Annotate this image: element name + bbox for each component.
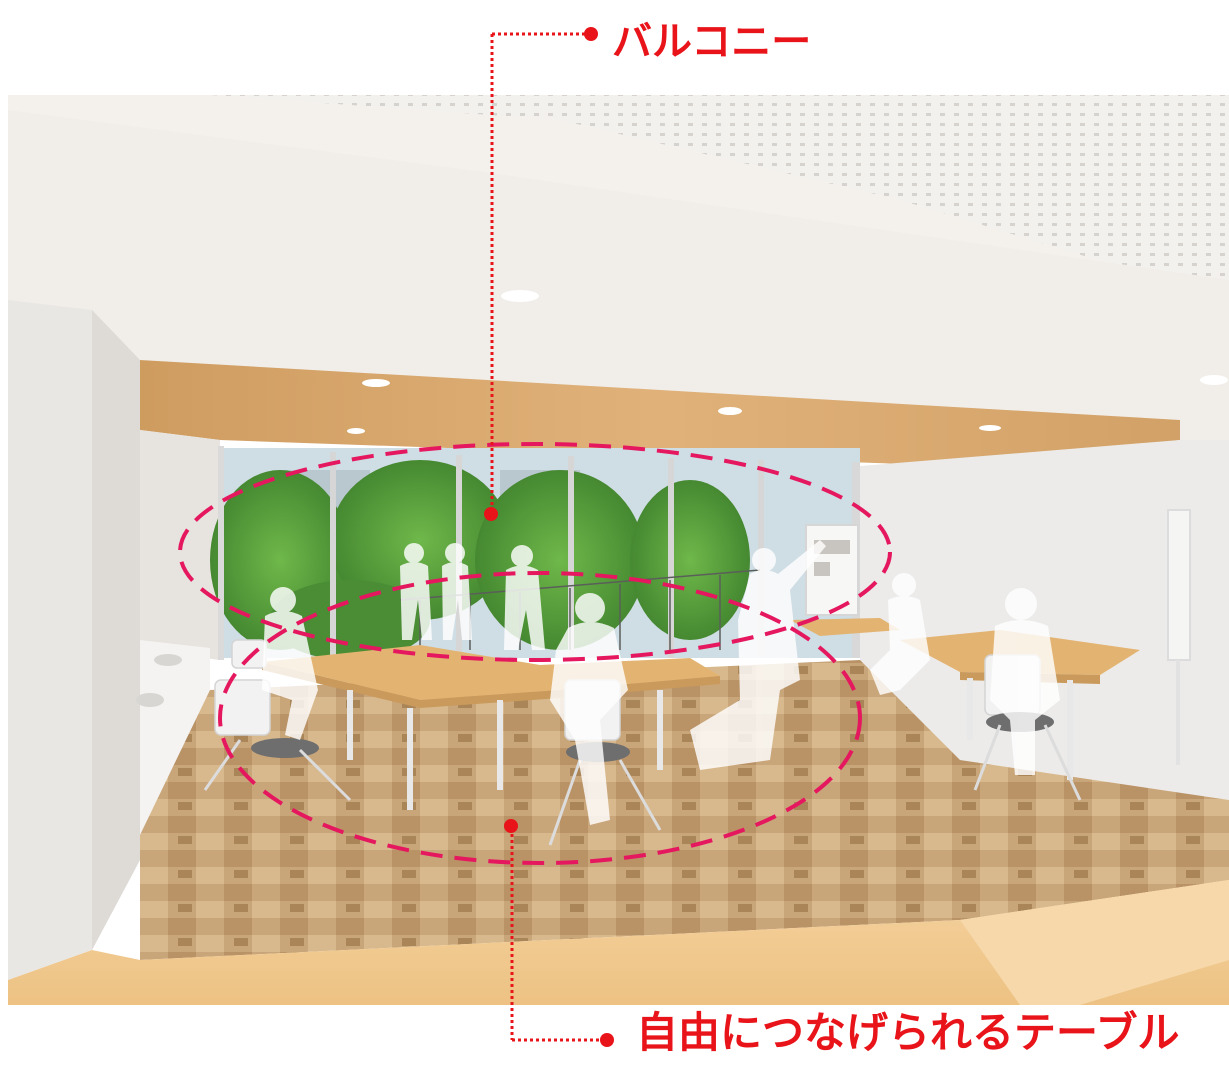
table-marker-dot [504,819,518,833]
balcony-label-dot [584,27,598,41]
table-highlight-ellipse [218,571,862,865]
table-label-dot [600,1033,614,1047]
leader-lines [484,27,614,1047]
photo-area [8,95,1229,1005]
balcony-label: バルコニー [612,19,812,65]
balcony-highlight-ellipse [178,442,892,662]
table-label: 自由につなげられるテーブル [636,1008,1180,1057]
balcony-marker-dot [484,507,498,521]
highlight-ellipses [178,442,892,865]
